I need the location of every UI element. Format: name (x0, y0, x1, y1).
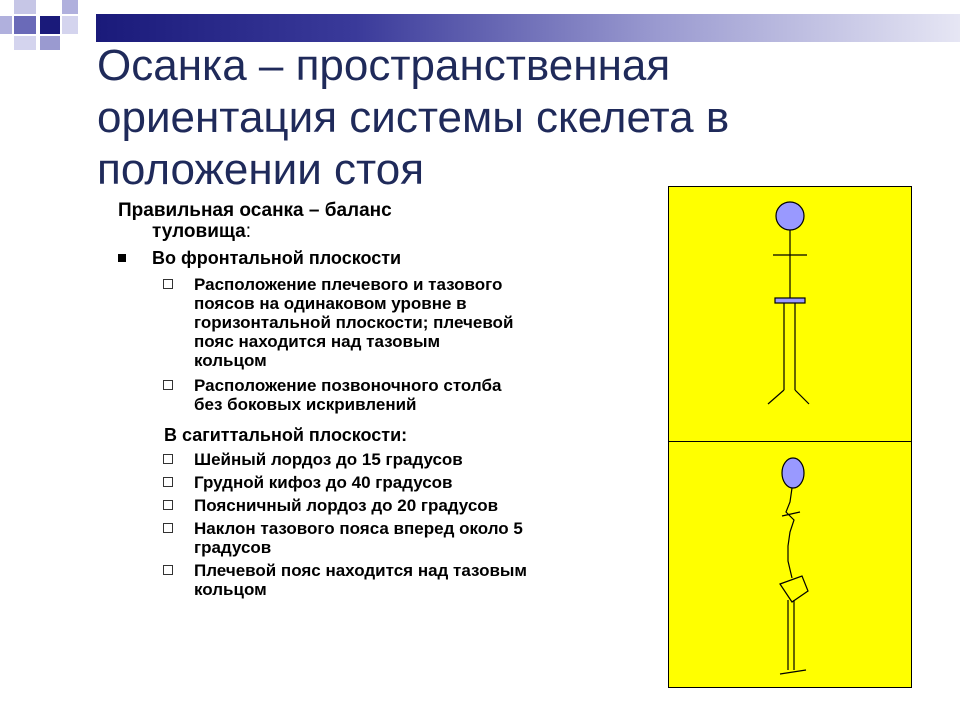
deco-square (14, 16, 36, 34)
deco-square (62, 16, 78, 34)
item-line: Наклон тазового пояса вперед около 5 (194, 519, 523, 538)
lead-word: туловища (152, 221, 246, 242)
spine-curve (785, 487, 795, 579)
item-line: градусов (194, 538, 272, 557)
shoulder-tick (781, 511, 801, 517)
frontal-heading: Во фронтальной плоскости (118, 247, 658, 269)
title-line: ориентация системы скелета в (97, 93, 730, 142)
lead-line: Правильная осанка – баланс (118, 200, 392, 221)
deco-square (40, 36, 60, 50)
hollow-square-bullet-icon (163, 454, 173, 464)
sagittal-stick-figure (779, 457, 809, 675)
sagittal-item: Грудной кифоз до 40 градусов (118, 473, 658, 492)
pelvis-shape (779, 575, 809, 603)
item-line: поясов на одинаковом уровне в (194, 294, 467, 313)
figure-head (781, 457, 805, 489)
pelvis-bar (774, 297, 806, 304)
hollow-square-bullet-icon (163, 523, 173, 533)
hollow-square-bullet-icon (163, 477, 173, 487)
item-line: кольцом (194, 580, 267, 599)
posture-illustration (668, 186, 912, 688)
corner-decoration (0, 0, 96, 60)
item-line: Плечевой пояс находится над тазовым (194, 561, 527, 580)
sagittal-heading: В сагиттальной плоскости: (164, 425, 408, 445)
item-line: пояс находится над тазовым (194, 332, 441, 351)
sagittal-item: Шейный лордоз до 15 градусов (118, 450, 658, 469)
sagittal-item: Плечевой пояс находится над тазовым коль… (118, 561, 658, 599)
foot (779, 669, 807, 675)
deco-square (40, 0, 60, 14)
frontal-item: Расположение плечевого и тазового поясов… (118, 275, 658, 370)
deco-square (14, 0, 36, 14)
sagittal-item: Поясничный лордоз до 20 градусов (118, 496, 658, 515)
foot-left (767, 389, 785, 405)
item-line: Расположение позвоночного столба (194, 376, 502, 395)
lead-line: туловища: (118, 221, 658, 242)
deco-square (40, 16, 60, 34)
item-line: Грудной кифоз до 40 градусов (194, 473, 453, 492)
lead-paragraph: Правильная осанка – баланс туловища: (118, 200, 658, 242)
frontal-heading-text: Во фронтальной плоскости (152, 248, 402, 268)
item-line: горизонтальной плоскости; плечевой (194, 313, 514, 332)
frontal-item: Расположение позвоночного столба без бок… (118, 376, 658, 414)
foot-right (794, 389, 810, 405)
hollow-square-bullet-icon (163, 279, 173, 289)
filled-square-bullet-icon (118, 254, 126, 262)
hollow-square-bullet-icon (163, 380, 173, 390)
item-line: Поясничный лордоз до 20 градусов (194, 496, 499, 515)
deco-square (0, 16, 12, 34)
sagittal-item: Наклон тазового пояса вперед около 5 гра… (118, 519, 658, 557)
hollow-square-bullet-icon (163, 565, 173, 575)
item-line: Шейный лордоз до 15 градусов (194, 450, 463, 469)
item-line: кольцом (194, 351, 267, 370)
header-gradient-bar (96, 14, 960, 42)
frontal-stick-figure (767, 201, 810, 405)
hollow-square-bullet-icon (163, 500, 173, 510)
slide-title: Осанка – пространственная ориентация сис… (97, 40, 817, 196)
item-line: без боковых искривлений (194, 395, 417, 414)
deco-square (62, 0, 78, 14)
lead-colon: : (245, 221, 251, 242)
slide-body: Правильная осанка – баланс туловища: Во … (118, 200, 658, 599)
title-line: положении стоя (97, 145, 425, 194)
figure-head (775, 201, 805, 231)
title-line: Осанка – пространственная (97, 41, 671, 90)
item-line: Расположение плечевого и тазового (194, 275, 503, 294)
deco-square (14, 36, 36, 50)
